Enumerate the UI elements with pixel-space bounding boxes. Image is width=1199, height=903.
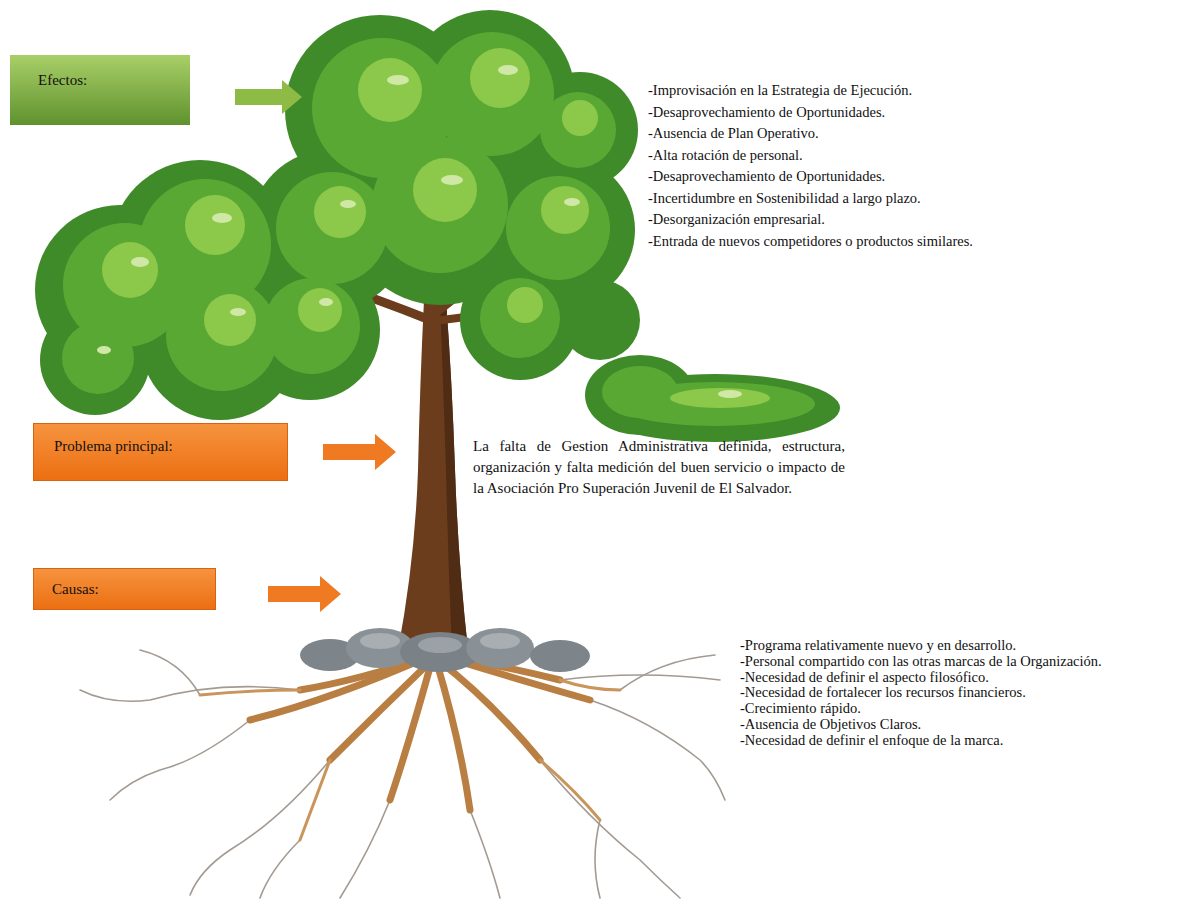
box-label: Problema principal:	[54, 437, 287, 455]
roots	[340, 800, 390, 898]
roots	[110, 720, 250, 800]
trunk	[398, 300, 468, 650]
crown-light	[413, 158, 477, 222]
crown-highlights	[230, 308, 246, 316]
roots	[200, 680, 620, 840]
roots	[540, 760, 680, 898]
crown-highlights	[564, 198, 580, 206]
crown-highlights	[319, 298, 333, 306]
roots	[595, 820, 600, 898]
crown-light	[470, 48, 530, 108]
box-label: Causas:	[52, 580, 215, 598]
effects-box: Efectos:	[10, 55, 190, 125]
tree-text: -Personal compartido con las otras marca…	[740, 654, 1185, 670]
tree-text: -Desaprovechamiento de Oportunidades.	[648, 102, 1185, 124]
crown-mid	[372, 137, 508, 273]
crown-light	[670, 388, 770, 408]
crown-light	[102, 242, 158, 298]
tree-text: La falta de Gestion Administrativa defin…	[473, 436, 845, 499]
crown-light	[541, 186, 589, 234]
trunk-shade	[440, 300, 468, 650]
roots	[590, 700, 725, 800]
roots	[470, 810, 500, 898]
crown-highlights	[718, 390, 742, 398]
rocks	[300, 628, 590, 672]
crown-mid	[276, 172, 388, 284]
tree-text: -Necesidad de definir el aspecto filosóf…	[740, 670, 1185, 686]
roots	[560, 680, 620, 690]
roots	[80, 650, 725, 898]
causes-arrow	[268, 576, 341, 612]
tree-text: -Necesidad de definir el enfoque de la m…	[740, 733, 1185, 749]
rocks	[418, 637, 462, 653]
crown-mid	[264, 278, 360, 374]
roots	[190, 760, 330, 895]
causes-box: Causas:	[33, 568, 216, 610]
crown-highlights	[340, 200, 356, 208]
crown-mid	[480, 278, 560, 358]
rocks	[360, 633, 400, 649]
tree-text: -Crecimiento rápido.	[740, 701, 1185, 717]
crown-highlights	[498, 65, 518, 75]
roots	[260, 840, 300, 898]
rocks	[530, 640, 590, 672]
box-label: Efectos:	[38, 71, 190, 89]
crown-highlights	[441, 175, 463, 185]
rocks	[480, 633, 520, 649]
tree-text: -Desaprovechamiento de Oportunidades.	[648, 166, 1185, 188]
crown-light	[204, 294, 256, 346]
roots	[80, 650, 725, 898]
crown-mid	[506, 176, 610, 280]
problem-box: Problema principal:	[33, 423, 288, 481]
roots	[300, 760, 330, 840]
tree-text: -Alta rotación de personal.	[648, 145, 1185, 167]
effects-list: -Improvisación en la Estrategia de Ejecu…	[648, 80, 1185, 252]
crown-mid	[430, 32, 554, 156]
crown-dark	[560, 280, 640, 360]
crown-light	[185, 195, 245, 255]
problem-arrow	[323, 434, 396, 470]
roots	[390, 660, 432, 800]
tree-text: -Ausencia de Objetivos Claros.	[740, 717, 1185, 733]
roots	[540, 760, 600, 820]
roots	[200, 690, 300, 695]
tree-text: -Improvisación en la Estrategia de Ejecu…	[648, 80, 1185, 102]
tree-text: -Incertidumbre en Sostenibilidad a largo…	[648, 188, 1185, 210]
tree-text: -Necesidad de fortalecer los recursos fi…	[740, 685, 1185, 701]
crown-highlights	[97, 65, 742, 398]
crown-mid	[62, 322, 134, 394]
crown-light	[314, 186, 366, 238]
tree-text: -Programa relativamente nuevo y en desar…	[740, 638, 1185, 654]
roots	[250, 655, 590, 810]
effects-arrow	[235, 80, 302, 114]
problem-statement: La falta de Gestion Administrativa defin…	[473, 436, 845, 499]
roots	[620, 655, 715, 690]
crown-mid	[602, 366, 678, 418]
roots	[80, 687, 300, 702]
crown-light	[298, 288, 342, 332]
tree-text: -Entrada de nuevos competidores o produc…	[648, 231, 1185, 253]
crown-highlights	[131, 257, 149, 267]
crown-highlights	[97, 346, 111, 354]
crown-light	[507, 287, 543, 323]
crown-light	[358, 58, 422, 122]
tree-text: -Desorganización empresarial.	[648, 209, 1185, 231]
roots	[140, 650, 200, 695]
crown-mid	[540, 92, 616, 168]
causes-list: -Programa relativamente nuevo y en desar…	[740, 638, 1185, 749]
crown-mid	[166, 279, 278, 391]
crown-highlights	[212, 213, 232, 223]
crown-highlights	[387, 75, 409, 85]
rocks	[466, 628, 534, 668]
crown-light	[102, 48, 770, 408]
crown-light	[562, 100, 598, 136]
tree-text: -Ausencia de Plan Operativo.	[648, 123, 1185, 145]
